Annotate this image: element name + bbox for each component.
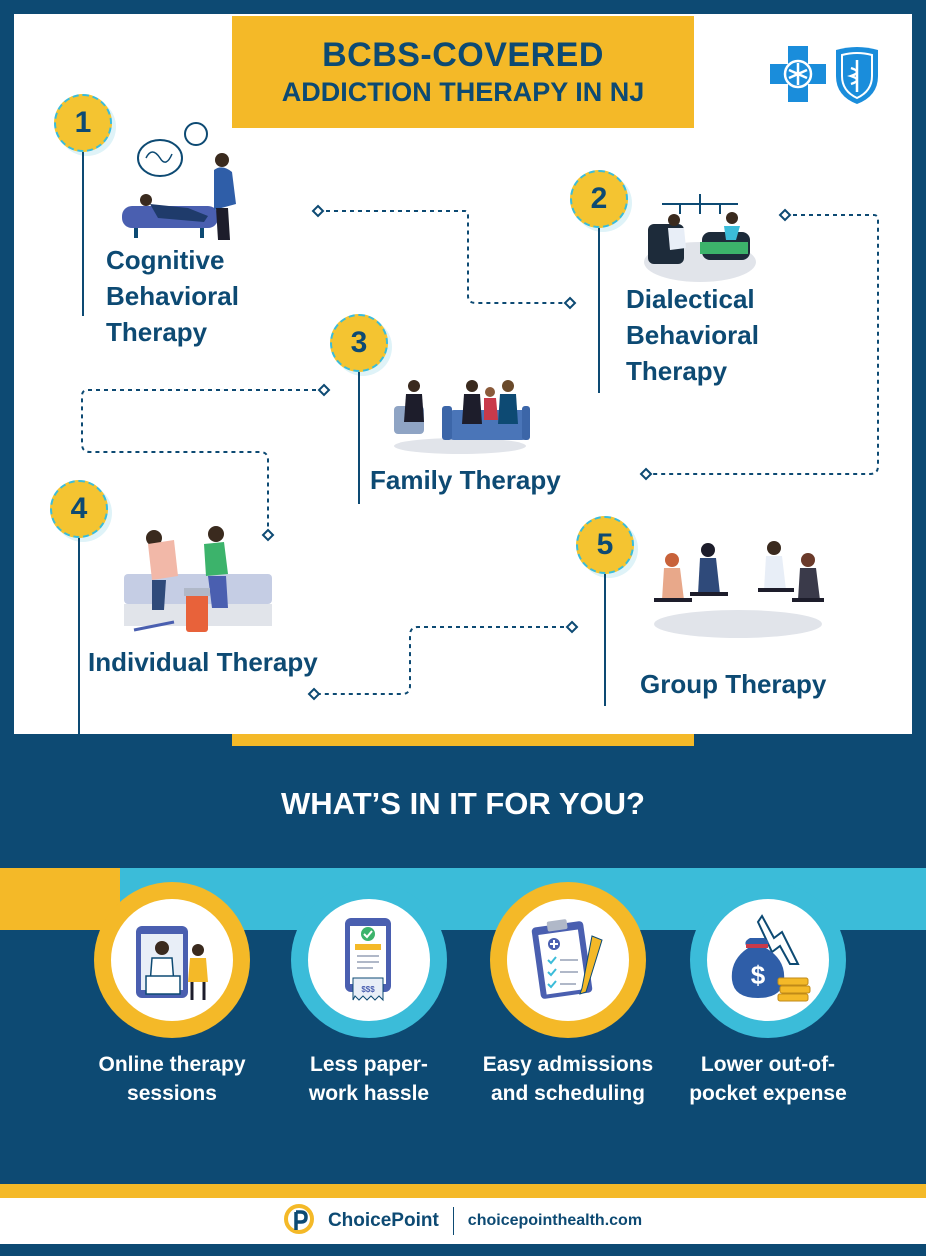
dbt-session-icon xyxy=(640,180,760,290)
benefit-3-label: Easy admissions and scheduling xyxy=(482,1050,654,1108)
benefit-3-line-1: Easy admissions xyxy=(482,1053,654,1076)
benefit-lower-expense: $ Lower out-of- pocket expense xyxy=(682,882,854,1108)
benefit-1-line-1: Online therapy xyxy=(98,1053,246,1076)
benefit-4-line-2: pocket expense xyxy=(689,1082,847,1105)
footer-accent xyxy=(0,1184,926,1198)
family-session-icon xyxy=(390,376,530,459)
footer-divider xyxy=(452,1207,454,1235)
therapy-2-line-1: Dialectical xyxy=(626,284,755,314)
step-number-1: 1 xyxy=(54,94,112,152)
therapy-5-line-1: Group Therapy xyxy=(640,669,827,699)
group-circle-icon xyxy=(650,538,826,643)
therapy-4-line-1: Individual Therapy xyxy=(88,647,318,677)
dashed-connectors xyxy=(81,204,879,701)
step-4-line xyxy=(78,538,80,734)
svg-text:$: $ xyxy=(751,960,766,990)
benefit-2-line-1: Less paper- xyxy=(310,1053,428,1076)
benefit-1-label: Online therapy sessions xyxy=(86,1050,258,1108)
therapy-2-line-3: Therapy xyxy=(626,356,728,386)
therapy-1-line-3: Therapy xyxy=(106,317,208,347)
benefit-2-label: Less paper- work hassle xyxy=(283,1050,455,1108)
benefit-4-label: Lower out-of- pocket expense xyxy=(682,1050,854,1108)
clipboard-checklist-icon xyxy=(507,899,629,1021)
footer-bottom-bar xyxy=(0,1244,926,1256)
therapy-2-label: Dialectical Behavioral Therapy xyxy=(626,281,759,389)
therapy-2-line-2: Behavioral xyxy=(626,320,759,350)
title-line-1: BCBS-COVERED xyxy=(322,36,604,74)
step-1-line xyxy=(82,152,84,316)
therapy-1-line-2: Behavioral xyxy=(106,281,239,311)
benefit-3-line-2: and scheduling xyxy=(490,1082,645,1105)
step-number-2: 2 xyxy=(570,170,628,228)
therapy-5-label: Group Therapy xyxy=(640,666,826,702)
benefit-2-line-2: work hassle xyxy=(308,1082,430,1105)
therapy-4-label: Individual Therapy xyxy=(88,644,318,680)
footer-brand: ChoicePoint xyxy=(327,1210,439,1231)
step-number-5: 5 xyxy=(576,516,634,574)
title-banner: BCBS-COVERED ADDICTION THERAPY IN NJ xyxy=(232,16,694,128)
step-2-line xyxy=(598,228,600,393)
benefit-2-ring: $$$ xyxy=(291,882,447,1038)
footer-url[interactable]: choicepointhealth.com xyxy=(467,1212,643,1229)
benefit-easy-admissions: Easy admissions and scheduling xyxy=(482,882,654,1108)
therapy-1-label: Cognitive Behavioral Therapy xyxy=(106,242,239,350)
title-bottom-accent xyxy=(232,734,694,746)
benefit-1-line-2: sessions xyxy=(127,1082,217,1105)
benefit-4-line-1: Lower out-of- xyxy=(700,1053,836,1076)
footer: ChoicePoint choicepointhealth.com xyxy=(0,1198,926,1244)
therapy-3-line-1: Family Therapy xyxy=(370,465,561,495)
svg-text:$$$: $$$ xyxy=(361,985,375,994)
step-number-4: 4 xyxy=(50,480,108,538)
benefit-less-paperwork: $$$ Less paper- work hassle xyxy=(283,882,455,1108)
step-3-line xyxy=(358,372,360,504)
benefit-4-ring: $ xyxy=(690,882,846,1038)
therapist-session-icon xyxy=(118,120,248,250)
choicepoint-logo-icon xyxy=(283,1203,314,1239)
therapy-3-label: Family Therapy xyxy=(370,462,561,498)
stripe-yellow xyxy=(0,868,120,930)
online-therapy-icon xyxy=(111,899,233,1021)
benefit-1-ring xyxy=(94,882,250,1038)
individual-support-icon xyxy=(118,518,274,649)
step-5-line xyxy=(604,574,606,706)
title-line-2: ADDICTION THERAPY IN NJ xyxy=(281,77,645,107)
benefit-3-ring xyxy=(490,882,646,1038)
blue-cross-logo-icon xyxy=(770,46,826,109)
benefits-title: WHAT’S IN IT FOR YOU? xyxy=(281,786,645,821)
benefit-online-therapy: Online therapy sessions xyxy=(86,882,258,1108)
money-bag-down-arrow-icon: $ xyxy=(707,899,829,1021)
step-number-3: 3 xyxy=(330,314,388,372)
therapy-1-line-1: Cognitive xyxy=(106,245,225,275)
blue-shield-logo-icon xyxy=(832,46,882,111)
phone-receipt-icon: $$$ xyxy=(308,899,430,1021)
